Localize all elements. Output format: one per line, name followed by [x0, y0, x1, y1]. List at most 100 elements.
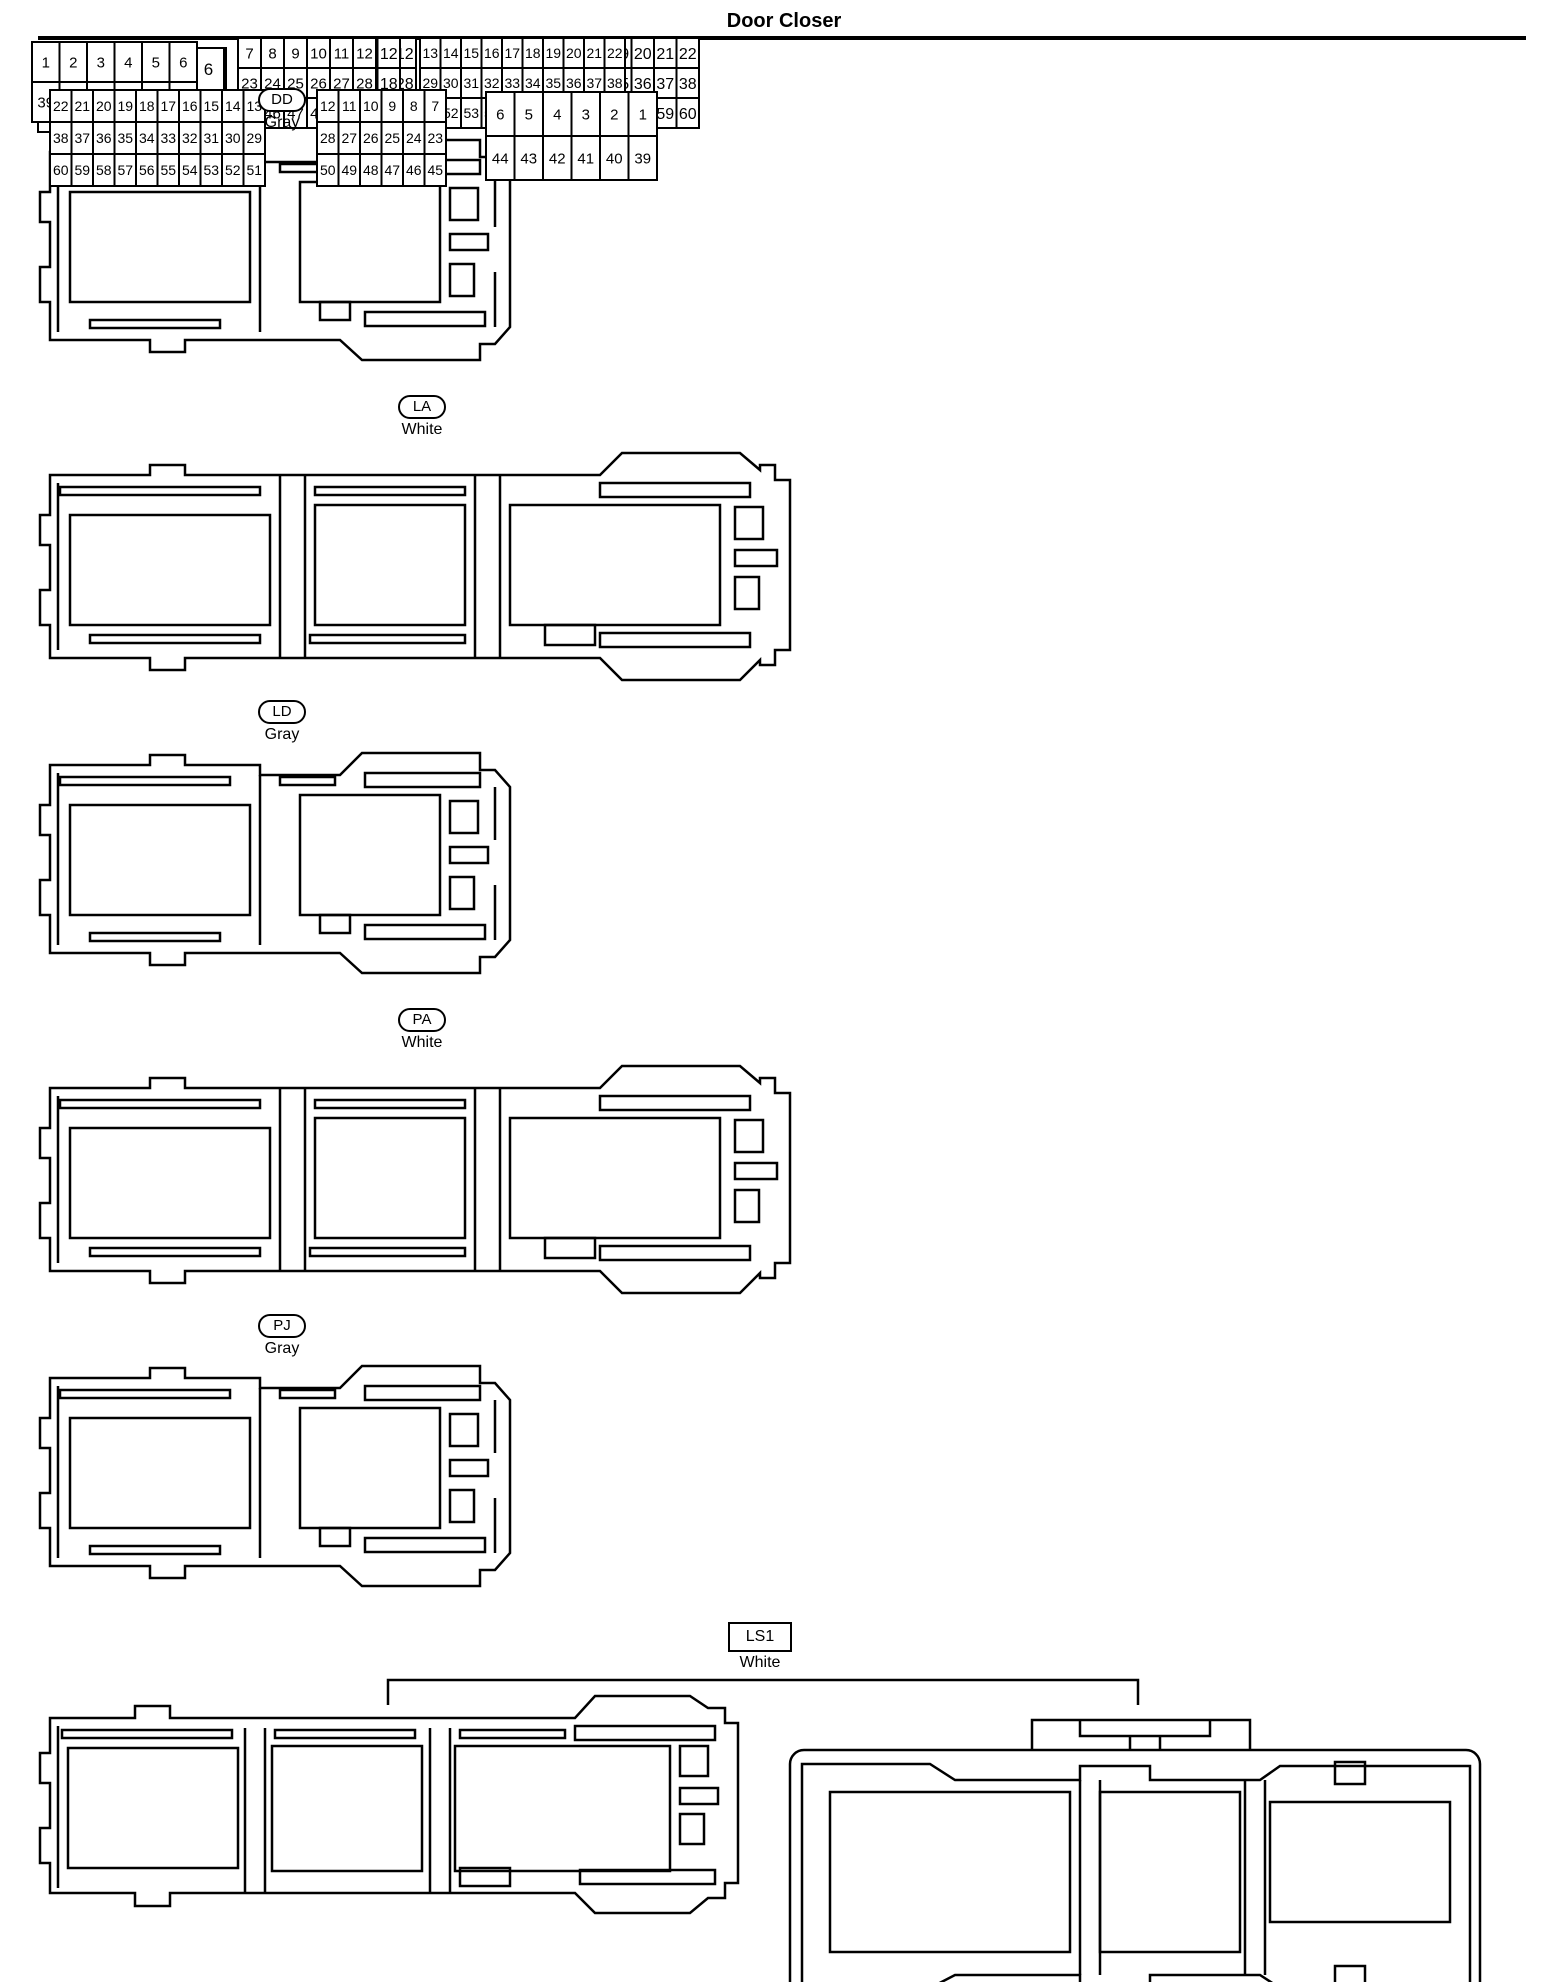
connector-color: Gray: [264, 726, 300, 743]
pin-number: 24: [406, 130, 422, 146]
connector-la: [38, 451, 792, 682]
pin-number: 11: [342, 98, 357, 114]
connector-tag: PA: [398, 1008, 446, 1032]
pin-number: 4: [124, 54, 132, 71]
pin-number: 37: [586, 75, 602, 91]
pin-number: 44: [492, 150, 509, 167]
pin-number: 41: [577, 150, 594, 167]
latch-rib: [363, 771, 482, 789]
pin-number: 60: [679, 106, 697, 123]
section-divider: [1078, 1780, 1267, 1975]
pin-cell: [242, 153, 266, 187]
cavity-mid: [313, 1116, 467, 1240]
pin-number: 26: [310, 75, 327, 92]
pin-number: 8: [268, 45, 276, 62]
connector-color: White: [401, 1034, 443, 1051]
cavity-mid: [298, 793, 442, 917]
connector-housing: [38, 451, 792, 682]
section-divider: [278, 1088, 502, 1271]
connector-tag: LS1: [728, 1622, 792, 1652]
pin-number: 5: [525, 106, 533, 123]
pin-number: 23: [241, 75, 258, 92]
connector-housing: [38, 1364, 512, 1588]
pin-number: 7: [245, 45, 253, 62]
pin-number: 10: [363, 98, 379, 114]
latch-rib: [598, 631, 752, 649]
connector-housing: [38, 1064, 792, 1295]
pin-cell: [113, 41, 143, 83]
pin-number: 43: [520, 150, 537, 167]
latch-rib: [598, 1244, 752, 1262]
cavity-left: [68, 803, 252, 917]
pin-number: 1: [639, 106, 647, 123]
pin-number: 58: [96, 162, 112, 178]
lock-block: [448, 1412, 480, 1448]
cavity-right: [453, 1744, 672, 1873]
latch-rib: [598, 481, 752, 499]
pin-number: 51: [246, 162, 262, 178]
pin-number: 53: [463, 105, 479, 121]
pin-number: 35: [117, 130, 133, 146]
pin-number: 5: [152, 54, 160, 71]
latch-rib: [458, 1728, 567, 1740]
latch-rib: [88, 931, 222, 943]
latch-rib: [58, 1388, 232, 1400]
cavity-a: [828, 1790, 1072, 1954]
pin-number: 30: [225, 130, 241, 146]
latch-rib: [88, 1544, 222, 1556]
cavity-mid: [313, 503, 467, 627]
pin-number: 8: [410, 98, 418, 114]
connector-pa: [38, 1064, 792, 1295]
cavity-right: [508, 503, 722, 627]
pin-number: 53: [203, 162, 219, 178]
latch-rib: [573, 1724, 717, 1742]
key-slot: [318, 300, 352, 322]
latch-rib: [60, 1728, 234, 1740]
pin-number: 29: [246, 130, 262, 146]
pin-number: 36: [96, 130, 112, 146]
pin-number: 13: [422, 45, 438, 61]
pin-number: 37: [74, 130, 90, 146]
lock-block: [448, 1488, 476, 1524]
latch-rib: [363, 310, 487, 328]
connector-housing: [38, 1694, 740, 1915]
top-latch: [1030, 1718, 1252, 1750]
pin-number: 45: [427, 162, 443, 178]
cavity-left: [68, 1416, 252, 1530]
lock-block: [678, 1786, 720, 1806]
pin-number: 26: [363, 130, 379, 146]
pin-number: 6: [204, 60, 213, 79]
top-latch-inner: [1128, 1736, 1162, 1750]
pin-number: 38: [607, 75, 623, 91]
pin-number: 57: [117, 162, 133, 178]
pin-number: 39: [634, 150, 651, 167]
lock-block: [448, 262, 476, 298]
latch-rib: [278, 1388, 337, 1400]
latch-rib: [88, 633, 262, 645]
pin-number: 49: [341, 162, 357, 178]
latch-rib: [58, 775, 232, 787]
pin-number: 31: [463, 75, 479, 91]
pin-number: 12: [320, 98, 336, 114]
key-slot: [318, 1526, 352, 1548]
pin-number: 9: [291, 45, 299, 62]
pin-cell: [58, 41, 88, 83]
housing-inner: [800, 1762, 1472, 1982]
pin-number: 15: [203, 98, 219, 114]
latch-rib: [278, 775, 337, 787]
pin-number: 16: [484, 45, 500, 61]
connector-tag: PJ: [258, 1314, 306, 1338]
pin-number: 37: [656, 76, 674, 93]
connector-color: White: [401, 421, 443, 438]
pin-cell: [675, 97, 700, 129]
pin-number: 38: [679, 76, 697, 93]
pin-number: 28: [356, 75, 373, 92]
pin-number: 10: [310, 45, 327, 62]
cavity-mid: [270, 1744, 424, 1873]
pin-number: 20: [634, 46, 652, 63]
connector-housing: [38, 751, 512, 975]
